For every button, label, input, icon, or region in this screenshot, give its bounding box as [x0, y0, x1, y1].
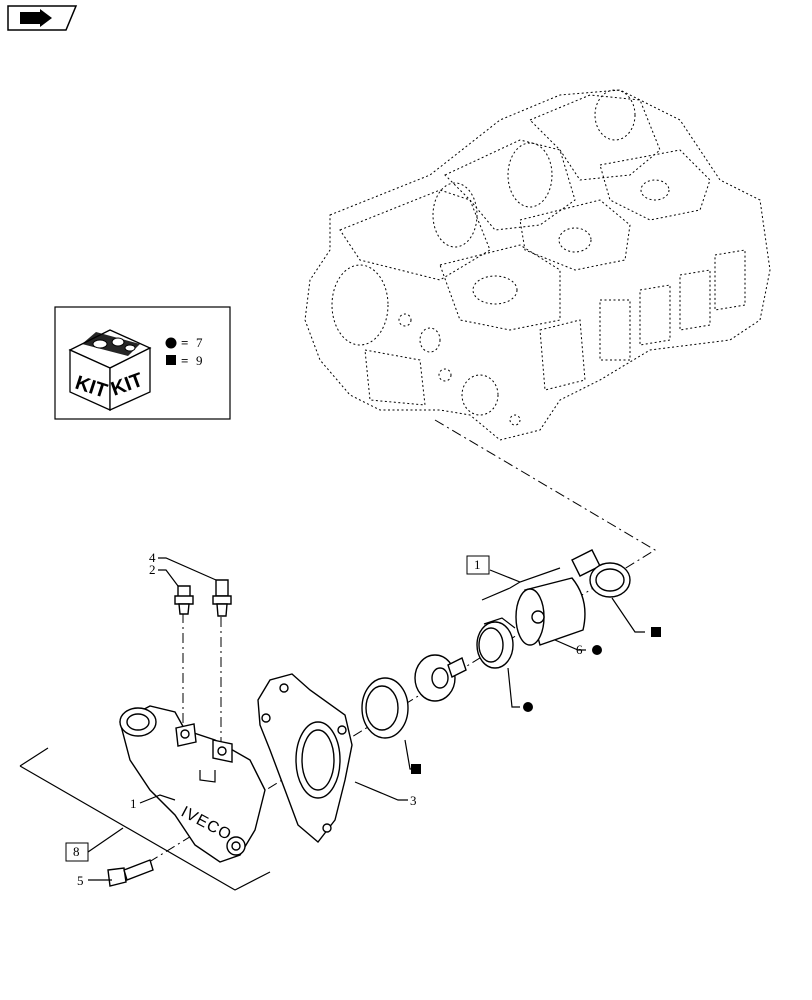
- next-page-arrow-icon[interactable]: [7, 5, 78, 31]
- callout-2: 2: [149, 562, 156, 577]
- callout-6: 6: [576, 642, 583, 657]
- kit-legend: KIT KIT = 7 = 9: [54, 306, 231, 420]
- callout-box-8: 8: [65, 842, 89, 862]
- legend-square-value: 9: [196, 353, 203, 368]
- square-symbol-icon: [166, 355, 176, 365]
- bolt-part-5: [107, 859, 154, 887]
- engine-block-outline: [304, 89, 771, 441]
- seal-ring-square-part: [571, 549, 631, 598]
- screw-part-4: [212, 579, 232, 617]
- kit-square-marker-seal: [411, 764, 421, 774]
- legend-circle-eq: =: [181, 335, 188, 350]
- legend-square-eq: =: [181, 353, 188, 368]
- housing-part-1: IVECO: [119, 705, 266, 863]
- screw-part-2: [174, 585, 194, 615]
- callout-box-1: 1: [466, 555, 490, 575]
- svg-text:1: 1: [474, 557, 481, 572]
- legend-circle-value: 7: [196, 335, 203, 350]
- thermostat-valve-part: [414, 654, 467, 702]
- callout-5: 5: [77, 873, 84, 888]
- svg-text:8: 8: [73, 844, 80, 859]
- callout-3: 3: [410, 793, 417, 808]
- kit-circle-marker-o-ring: [523, 702, 533, 712]
- group-bracket-8: [19, 747, 271, 891]
- callout-1: 1: [130, 796, 137, 811]
- kit-circle-marker-6: [592, 645, 602, 655]
- circle-symbol-icon: [165, 337, 177, 349]
- o-ring-part: [476, 617, 516, 669]
- callout-4: 4: [149, 550, 156, 565]
- kit-square-marker-ring: [651, 627, 661, 637]
- seal-ring-part: [361, 677, 409, 739]
- gasket-part-3: [257, 673, 353, 844]
- thermostat-body-part-6: [515, 577, 586, 646]
